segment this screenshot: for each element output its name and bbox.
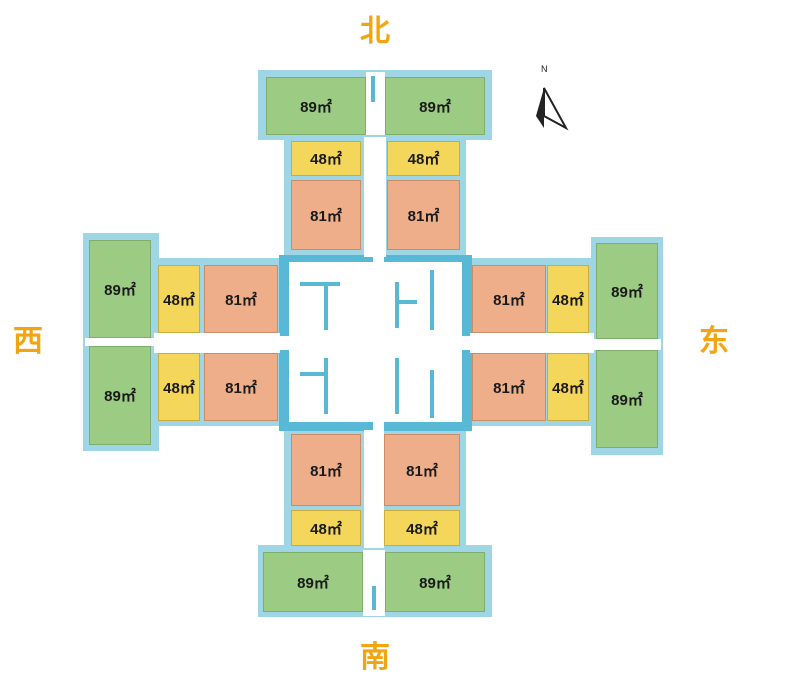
unit-area-label: 89㎡ xyxy=(300,98,332,116)
unit-west-81-bottom: 81㎡ xyxy=(204,353,278,421)
direction-south-label: 南 xyxy=(360,640,390,675)
separator-north-wing xyxy=(364,137,386,257)
unit-west-48-bottom: 48㎡ xyxy=(158,353,200,421)
separator-west-wing xyxy=(154,333,280,353)
core-partition xyxy=(300,372,324,376)
unit-area-label: 48㎡ xyxy=(163,291,195,309)
unit-area-label: 48㎡ xyxy=(310,151,342,168)
unit-south-81-right: 81㎡ xyxy=(384,434,460,506)
unit-area-label: 48㎡ xyxy=(552,379,584,397)
compass-label: N xyxy=(541,64,548,74)
separator-east-wing xyxy=(470,333,594,353)
unit-area-label: 48㎡ xyxy=(310,520,342,538)
unit-west-89-top: 89㎡ xyxy=(89,240,151,338)
unit-north-81-left: 81㎡ xyxy=(291,180,361,250)
unit-area-label: 81㎡ xyxy=(493,291,525,309)
separator-south-wing xyxy=(364,430,384,548)
unit-west-89-bottom: 89㎡ xyxy=(89,346,151,445)
unit-east-48-top: 48㎡ xyxy=(547,265,589,333)
unit-area-label: 81㎡ xyxy=(493,379,525,397)
unit-north-48-left: 48㎡ xyxy=(291,141,361,176)
core-partition xyxy=(395,358,399,414)
direction-west-label: 西 xyxy=(13,324,43,359)
unit-east-89-top: 89㎡ xyxy=(596,243,658,339)
unit-area-label: 48㎡ xyxy=(407,151,440,168)
separator-west xyxy=(85,338,155,346)
north-arrow-icon xyxy=(536,87,569,131)
unit-north-48-right: 48㎡ xyxy=(387,141,460,176)
core-room-nw xyxy=(289,262,373,336)
unit-area-label: 81㎡ xyxy=(310,207,342,225)
unit-east-81-bottom: 81㎡ xyxy=(472,353,546,421)
core-partition xyxy=(324,282,328,330)
unit-south-48-right: 48㎡ xyxy=(384,510,460,546)
unit-west-81-top: 81㎡ xyxy=(204,265,278,333)
separator-north-line xyxy=(371,76,375,102)
unit-area-label: 81㎡ xyxy=(406,462,438,480)
compass: N xyxy=(530,64,570,136)
direction-east-label: 东 xyxy=(699,324,729,359)
unit-area-label: 48㎡ xyxy=(406,520,438,538)
unit-north-81-right: 81㎡ xyxy=(387,180,460,250)
unit-area-label: 81㎡ xyxy=(310,462,342,480)
unit-north-89-left: 89㎡ xyxy=(266,77,366,135)
core-corridor-vertical xyxy=(373,250,384,436)
unit-area-label: 89㎡ xyxy=(104,281,136,299)
unit-east-48-bottom: 48㎡ xyxy=(547,353,589,421)
unit-area-label: 81㎡ xyxy=(407,207,440,225)
core-partition xyxy=(324,358,328,414)
unit-area-label: 89㎡ xyxy=(297,574,329,592)
core-partition xyxy=(430,370,434,418)
separator-south xyxy=(363,550,385,616)
unit-area-label: 81㎡ xyxy=(225,379,257,397)
unit-area-label: 48㎡ xyxy=(552,291,584,309)
unit-south-48-left: 48㎡ xyxy=(291,510,361,546)
separator-north xyxy=(366,72,385,135)
unit-area-label: 89㎡ xyxy=(611,283,643,301)
unit-area-label: 81㎡ xyxy=(225,291,257,309)
core-partition xyxy=(395,300,417,304)
separator-east xyxy=(593,339,661,350)
unit-south-81-left: 81㎡ xyxy=(291,434,361,506)
unit-area-label: 89㎡ xyxy=(104,388,136,405)
core-partition xyxy=(395,282,399,328)
unit-south-89-left: 89㎡ xyxy=(263,552,363,612)
unit-south-89-right: 89㎡ xyxy=(385,552,485,612)
unit-area-label: 89㎡ xyxy=(419,98,451,116)
unit-area-label: 48㎡ xyxy=(163,379,195,397)
unit-north-89-right: 89㎡ xyxy=(385,77,485,135)
direction-north-label: 北 xyxy=(360,14,390,49)
unit-west-48-top: 48㎡ xyxy=(158,265,200,333)
core-partition xyxy=(430,270,434,330)
separator-south-line xyxy=(372,586,376,610)
core-room-sw xyxy=(289,350,373,422)
unit-east-81-top: 81㎡ xyxy=(472,265,546,333)
unit-east-89-bottom: 89㎡ xyxy=(596,350,658,448)
unit-area-label: 89㎡ xyxy=(419,574,451,592)
unit-area-label: 89㎡ xyxy=(611,391,643,409)
core-partition xyxy=(300,282,340,286)
